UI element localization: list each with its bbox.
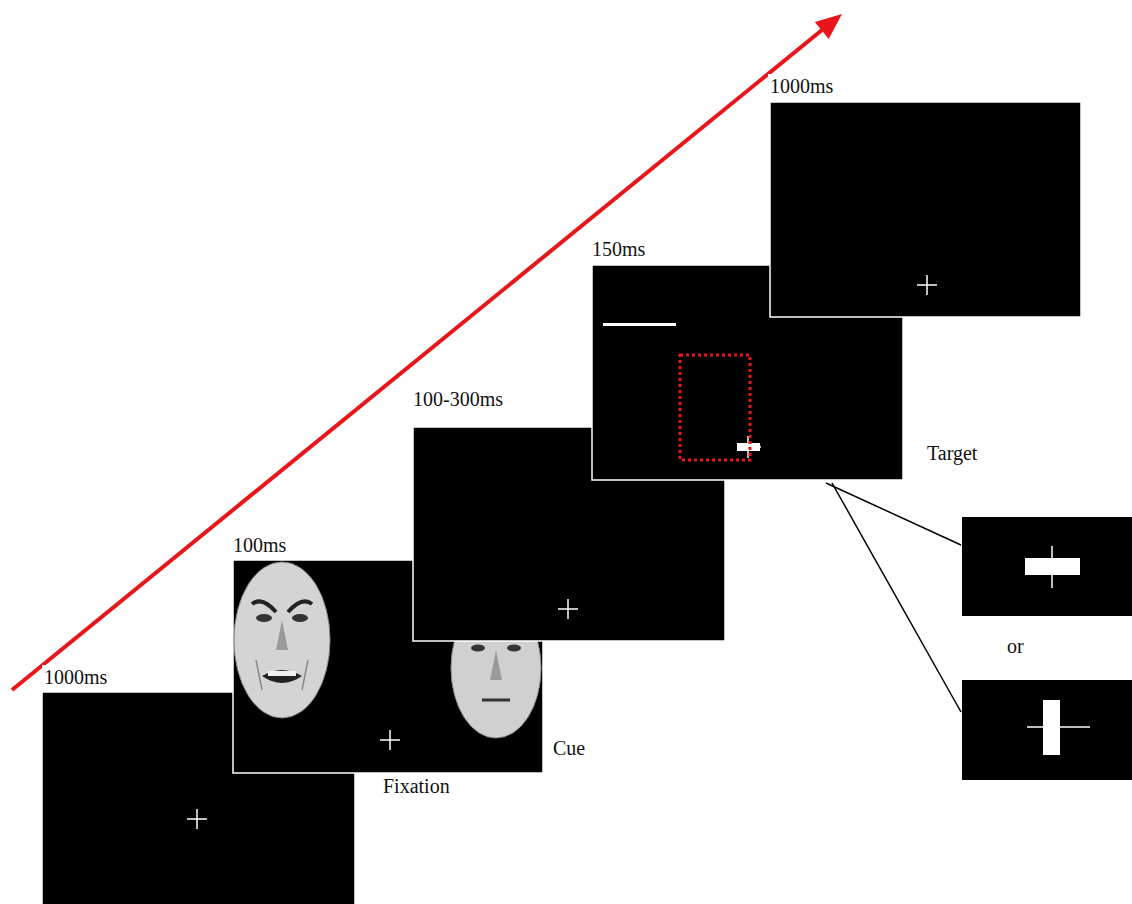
- duration-label: 1000ms: [768, 74, 835, 98]
- angry-face: [234, 562, 330, 718]
- duration-label: 100ms: [231, 533, 288, 557]
- inset-screen: [962, 517, 1132, 616]
- fixation-cross: [926, 275, 928, 295]
- arrow-head: [815, 14, 842, 39]
- duration-label: 100-300ms: [411, 387, 505, 411]
- inset-screen: [962, 680, 1132, 780]
- zoom-line: [832, 483, 961, 712]
- screen: [770, 102, 1081, 317]
- duration-label: 1000ms: [42, 665, 109, 689]
- zoom-line: [826, 483, 961, 545]
- blank-screen: [770, 102, 1081, 317]
- blank-screen: 1000ms: [770, 102, 1081, 317]
- fixation-cross: [389, 730, 391, 750]
- target-screen: 150msTarget: [592, 265, 903, 480]
- phase-label: Target: [925, 441, 979, 465]
- phase-label: Fixation: [381, 774, 452, 798]
- fixation-cross: [567, 599, 569, 619]
- fixation-cross: [1027, 726, 1090, 728]
- fixation-cross: [196, 809, 198, 829]
- vertical-target-inset: [962, 680, 1132, 780]
- fixation-cross: [1051, 546, 1053, 588]
- phase-label: Cue: [551, 736, 587, 760]
- highlight-box: [680, 355, 750, 460]
- fixation-cross: [1051, 706, 1053, 750]
- duration-label: 150ms: [590, 237, 647, 261]
- horizontal-target-inset: [962, 517, 1132, 616]
- interval-screen: 100-300ms: [413, 427, 725, 641]
- alternative-label: or: [1005, 634, 1026, 658]
- reference-bar: [603, 323, 676, 326]
- cue-screen: 100msCue: [233, 560, 543, 773]
- fixation-cross: [1030, 565, 1076, 567]
- fixation-screen: 1000msFixation: [42, 692, 355, 904]
